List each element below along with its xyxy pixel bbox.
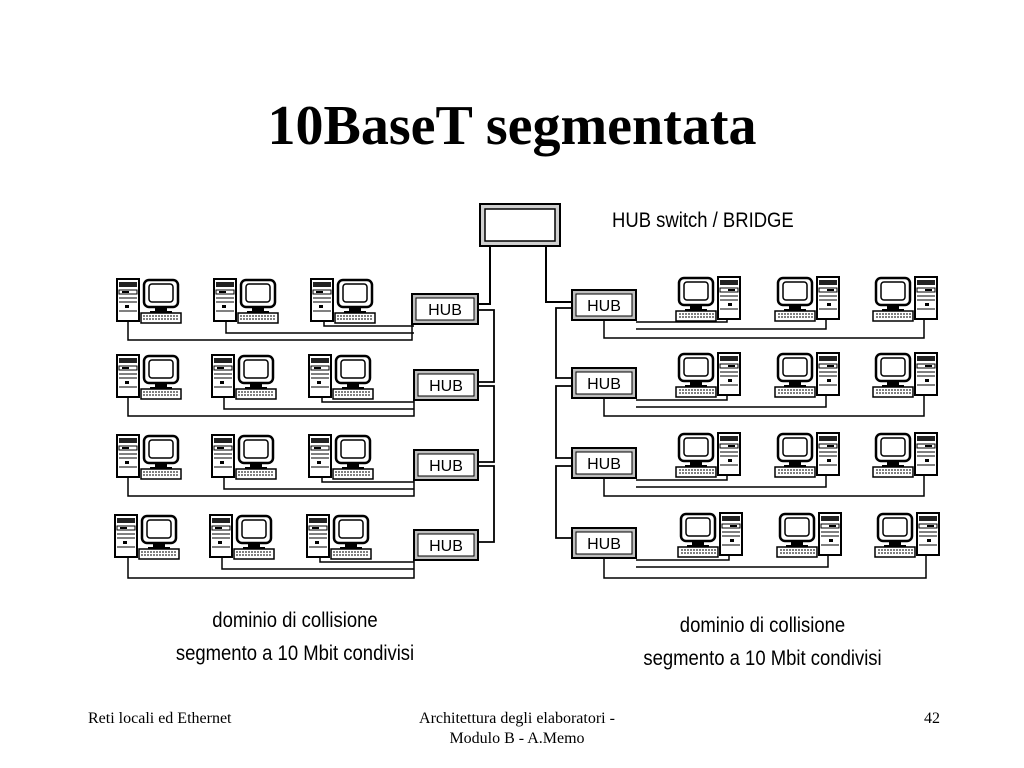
computer-icon [674, 275, 742, 323]
computer-icon [305, 513, 373, 561]
hub-label: HUB [429, 538, 463, 555]
hub-box: HUB [571, 367, 637, 399]
left-caption-line2: segmento a 10 Mbit condivisi [175, 642, 415, 665]
hub-label: HUB [429, 378, 463, 395]
computer-icon [773, 351, 841, 399]
footer-center-line2: Modulo B - A.Memo [449, 730, 585, 747]
left-caption-line1: dominio di collisione [212, 609, 378, 632]
hub-label: HUB [587, 456, 621, 473]
page-number: 42 [924, 710, 940, 727]
right-caption: dominio di collisione segmento a 10 Mbit… [606, 609, 918, 675]
computer-icon [212, 277, 280, 325]
left-row-3: HUB [115, 433, 479, 497]
computer-icon [115, 433, 183, 481]
computer-icon [113, 513, 181, 561]
switch-label: HUB switch / BRIDGE [612, 209, 794, 232]
hub-box: HUB [571, 527, 637, 559]
computer-icon [674, 351, 742, 399]
computer-icon [309, 277, 377, 325]
computer-icon [674, 431, 742, 479]
computer-icon [210, 353, 278, 401]
computer-icon [115, 353, 183, 401]
left-caption: dominio di collisione segmento a 10 Mbit… [141, 604, 449, 670]
hub-label: HUB [429, 458, 463, 475]
left-row-4: HUB [113, 513, 479, 579]
uplink-lines [478, 246, 572, 305]
right-row-3: HUB [571, 431, 939, 497]
computer-icon [210, 433, 278, 481]
left-row-1: HUB [115, 277, 479, 341]
computer-icon [676, 511, 744, 559]
footer-left: Reti locali ed Ethernet [88, 710, 232, 727]
right-caption-line2: segmento a 10 Mbit condivisi [643, 647, 882, 670]
computer-icon [871, 275, 939, 323]
left-collision-domain: HUB HUB [113, 277, 495, 579]
hub-box: HUB [571, 289, 637, 321]
footer-center-line1: Architettura degli elaboratori - [419, 710, 615, 727]
computer-icon [115, 277, 183, 325]
computer-icon [871, 351, 939, 399]
footer-center: Architettura degli elaboratori - Modulo … [372, 709, 662, 749]
right-collision-domain: HUB HUB [555, 275, 941, 579]
computer-icon [871, 431, 939, 479]
hub-box: HUB [413, 449, 479, 481]
right-row-2: HUB [571, 351, 939, 417]
hub-label: HUB [428, 302, 462, 319]
hub-box: HUB [571, 447, 637, 479]
right-caption-line1: dominio di collisione [679, 614, 846, 637]
hub-box: HUB [413, 369, 479, 401]
computer-icon [773, 275, 841, 323]
computer-icon [208, 513, 276, 561]
computer-icon [775, 511, 843, 559]
right-row-4: HUB [571, 511, 941, 579]
computer-icon [773, 431, 841, 479]
hub-box: HUB [411, 293, 479, 325]
hub-box: HUB [413, 529, 479, 561]
hub-label: HUB [587, 298, 621, 315]
hub-label: HUB [587, 536, 621, 553]
computer-icon [307, 433, 375, 481]
computer-icon [307, 353, 375, 401]
computer-icon [873, 511, 941, 559]
switch-box [479, 203, 561, 247]
hub-label: HUB [587, 376, 621, 393]
slide-title: 10BaseT segmentata [267, 95, 757, 157]
right-row-1: HUB [571, 275, 939, 339]
left-row-2: HUB [115, 353, 479, 417]
